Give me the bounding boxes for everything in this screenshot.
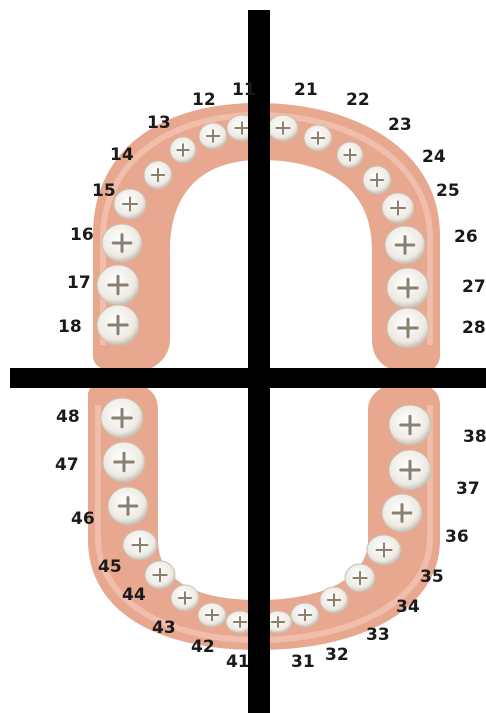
tooth-label-43: 43 xyxy=(152,618,176,638)
tooth-label-36: 36 xyxy=(445,527,469,547)
tooth-label-44: 44 xyxy=(122,585,146,605)
tooth-label-42: 42 xyxy=(191,637,215,657)
tooth-label-48: 48 xyxy=(56,407,80,427)
tooth-label-11: 11 xyxy=(232,80,256,100)
tooth-label-32: 32 xyxy=(325,645,349,665)
tooth-label-24: 24 xyxy=(422,147,446,167)
tooth-label-18: 18 xyxy=(58,317,82,337)
tooth-label-21: 21 xyxy=(294,80,318,100)
tooth-label-41: 41 xyxy=(226,652,250,672)
tooth-label-26: 26 xyxy=(454,227,478,247)
tooth-label-15: 15 xyxy=(92,181,116,201)
vertical-divider xyxy=(248,10,270,713)
tooth-label-22: 22 xyxy=(346,90,370,110)
tooth-label-13: 13 xyxy=(147,113,171,133)
tooth-label-35: 35 xyxy=(420,567,444,587)
tooth-label-46: 46 xyxy=(71,509,95,529)
tooth-label-28: 28 xyxy=(462,318,486,338)
tooth-label-37: 37 xyxy=(456,479,480,499)
horizontal-divider xyxy=(10,368,486,388)
tooth-label-12: 12 xyxy=(192,90,216,110)
tooth-label-14: 14 xyxy=(110,145,134,165)
tooth-label-47: 47 xyxy=(55,455,79,475)
tooth-label-45: 45 xyxy=(98,557,122,577)
tooth-label-38: 38 xyxy=(463,427,486,447)
tooth-label-31: 31 xyxy=(291,652,315,672)
tooth-label-16: 16 xyxy=(70,225,94,245)
tooth-label-17: 17 xyxy=(67,273,91,293)
tooth-label-25: 25 xyxy=(436,181,460,201)
tooth-label-27: 27 xyxy=(462,277,486,297)
tooth-label-34: 34 xyxy=(396,597,420,617)
tooth-label-33: 33 xyxy=(366,625,390,645)
tooth-label-23: 23 xyxy=(388,115,412,135)
